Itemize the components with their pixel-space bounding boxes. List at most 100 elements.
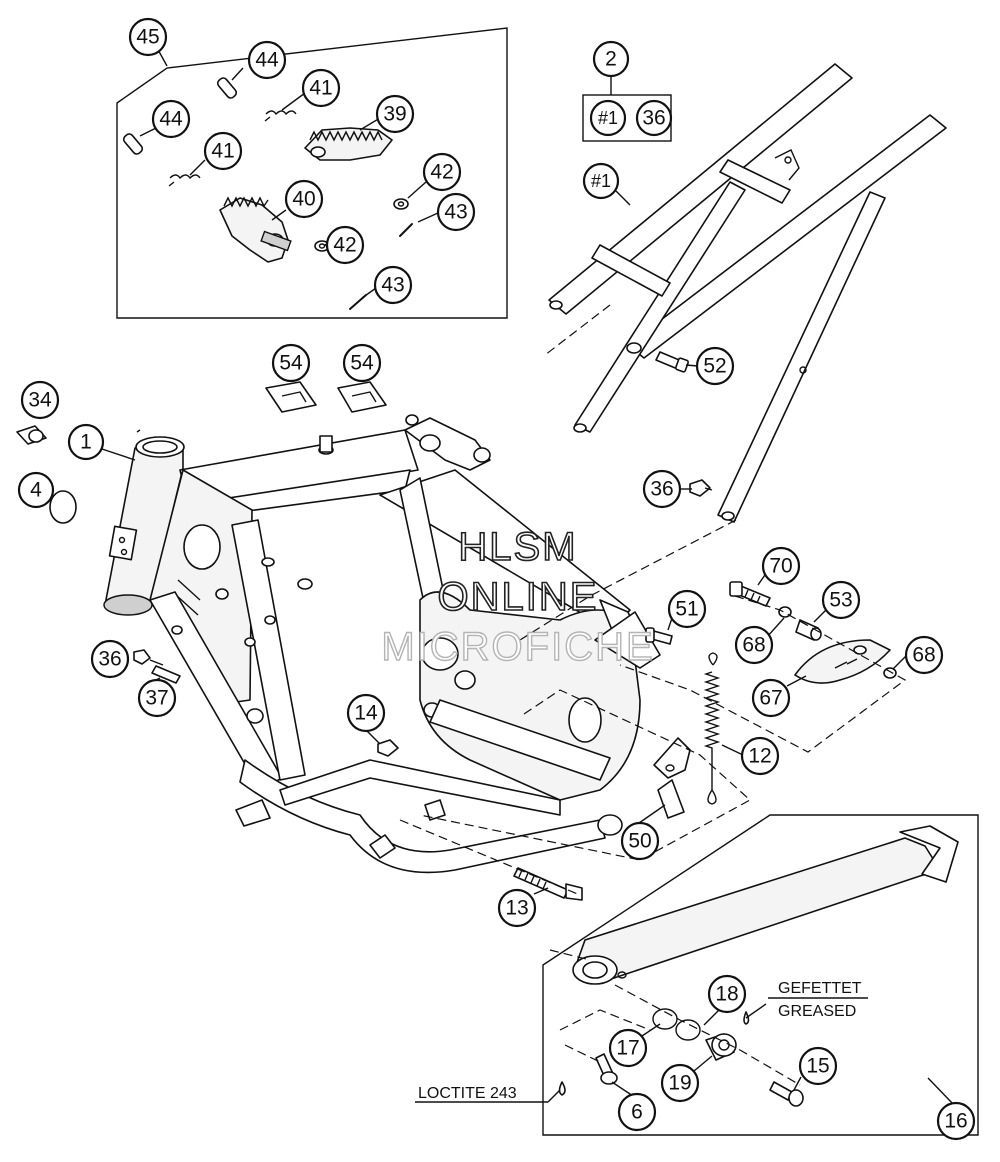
guard-67 [794, 639, 891, 684]
callout-label: 54 [279, 352, 303, 375]
callout-67[interactable]: 67 [751, 678, 791, 718]
cap-34 [16, 425, 47, 445]
callout-label: 43 [381, 274, 404, 297]
callout-14[interactable]: 14 [346, 693, 386, 733]
callout-54[interactable]: 54 [271, 343, 311, 383]
callout-label: 12 [748, 745, 771, 768]
callout-label: 68 [742, 634, 765, 657]
callout-12[interactable]: 12 [740, 736, 780, 776]
callout-label: 19 [668, 1072, 691, 1095]
callout-19[interactable]: 19 [660, 1063, 700, 1103]
callout-37[interactable]: 37 [137, 678, 177, 718]
callout-label: 14 [354, 702, 378, 725]
callout-label: 40 [292, 188, 315, 211]
callout-1[interactable]: 1 [67, 423, 105, 461]
callout-42[interactable]: 42 [422, 152, 462, 192]
grommet-4 [49, 490, 77, 524]
callout-label: 68 [912, 644, 935, 667]
callout-label: 41 [211, 140, 234, 163]
callout-51[interactable]: 51 [667, 589, 707, 629]
callout-18[interactable]: 18 [707, 974, 747, 1014]
callout-36[interactable]: 36 [90, 639, 130, 679]
callout-53[interactable]: 53 [821, 580, 861, 620]
callout-hash1[interactable]: #1 [582, 162, 620, 200]
note-loctite: LOCTITE 243 [415, 1085, 561, 1103]
assembly-lines [399, 304, 907, 1086]
bushing-19 [705, 1033, 737, 1061]
watermark-line2: ONLINE [438, 575, 599, 619]
callout-label: 54 [350, 352, 374, 375]
callout-41[interactable]: 41 [203, 131, 243, 171]
callout-label: 2 [605, 48, 617, 71]
callout-label: 17 [616, 1037, 639, 1060]
callout-label: 53 [829, 589, 852, 612]
callout-label: 16 [944, 1110, 967, 1133]
callout-label: #1 [598, 108, 618, 128]
callout-label: 18 [715, 983, 738, 1006]
callout-label: 41 [309, 77, 332, 100]
bolt-51 [645, 627, 673, 645]
callout-label: 36 [98, 648, 121, 671]
bolt-15 [769, 1081, 804, 1107]
main-frame [103, 414, 661, 874]
plate-50 [653, 737, 691, 819]
callout-label: 67 [759, 687, 782, 710]
callout-hash1[interactable]: #1 [589, 99, 627, 137]
callout-label: #1 [591, 171, 611, 191]
cotter-43-upper [399, 223, 413, 237]
callout-15[interactable]: 15 [798, 1046, 838, 1086]
callout-13[interactable]: 13 [497, 888, 537, 928]
note-greased: GEFETTET GREASED [768, 980, 868, 1020]
spring-41-top [264, 110, 297, 122]
callout-68[interactable]: 68 [904, 635, 944, 675]
footrest-kit-box [116, 27, 508, 319]
callout-43[interactable]: 43 [436, 192, 476, 232]
callout-70[interactable]: 70 [761, 546, 801, 586]
callout-39[interactable]: 39 [375, 94, 415, 134]
callout-2[interactable]: 2 [592, 40, 630, 78]
callout-42[interactable]: 42 [325, 225, 365, 265]
callout-label: 44 [255, 49, 279, 72]
callout-label: 34 [28, 389, 52, 412]
footrest-right [304, 127, 393, 161]
screw-6 [595, 1053, 618, 1085]
callout-label: 15 [806, 1055, 829, 1078]
watermark-line3: MICROFICHE [381, 625, 654, 669]
callout-17[interactable]: 17 [608, 1028, 648, 1068]
callout-label: 1 [80, 431, 92, 454]
callout-36[interactable]: 36 [635, 99, 673, 137]
callout-68[interactable]: 68 [734, 625, 774, 665]
pin-44-left [122, 133, 144, 155]
pin-44-top [216, 77, 238, 99]
nut-14 [377, 739, 399, 757]
nut-36-left [133, 649, 151, 665]
callout-label: 42 [333, 234, 356, 257]
spring-41-left [168, 174, 201, 187]
bolt-52 [655, 351, 689, 373]
callout-label: 39 [383, 103, 406, 126]
callout-54[interactable]: 54 [342, 343, 382, 383]
callout-16[interactable]: 16 [936, 1101, 976, 1141]
note-loctite-text: LOCTITE 243 [418, 1085, 517, 1102]
callout-43[interactable]: 43 [373, 265, 413, 305]
callout-label: 4 [30, 479, 42, 502]
callout-6[interactable]: 6 [617, 1092, 657, 1132]
callout-36[interactable]: 36 [642, 469, 682, 509]
callout-label: 42 [430, 161, 453, 184]
callout-52[interactable]: 52 [695, 346, 735, 386]
side-stand [572, 825, 959, 985]
callout-50[interactable]: 50 [620, 821, 660, 861]
callout-34[interactable]: 34 [20, 380, 60, 420]
callout-4[interactable]: 4 [17, 471, 55, 509]
callout-44[interactable]: 44 [247, 40, 287, 80]
note-greased-text: GREASED [778, 1003, 856, 1020]
footrest-left [219, 196, 292, 263]
decal-54-left [265, 381, 317, 413]
callout-44[interactable]: 44 [151, 99, 191, 139]
callout-40[interactable]: 40 [284, 179, 324, 219]
callout-label: 70 [769, 555, 792, 578]
callout-45[interactable]: 45 [128, 17, 168, 57]
o-ring-18 [675, 1019, 701, 1041]
callout-41[interactable]: 41 [301, 68, 341, 108]
callout-label: 43 [444, 201, 467, 224]
